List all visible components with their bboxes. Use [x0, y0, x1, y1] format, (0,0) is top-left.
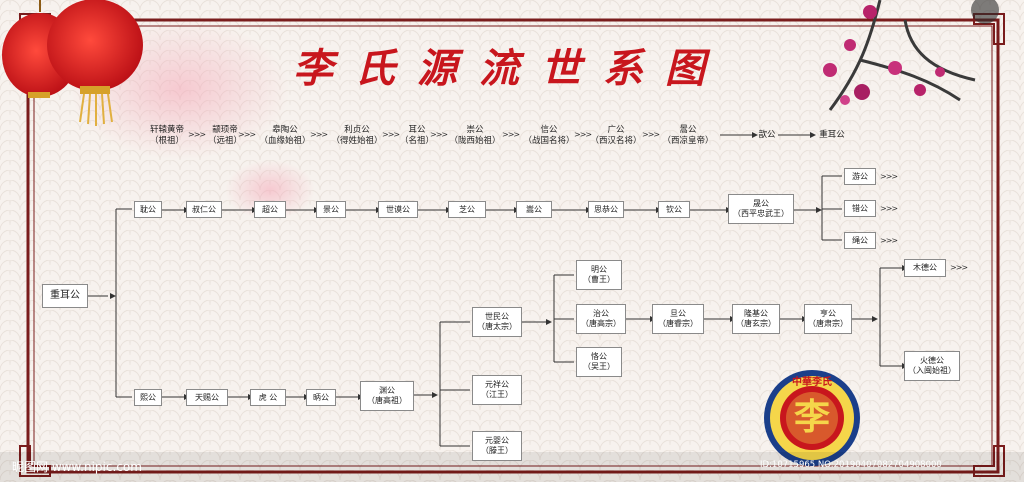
tang-chain-node: 亨公（唐肃宗） [804, 304, 852, 334]
top-chain-item: 歆公 [758, 130, 776, 140]
shimin-son-node: 恪公（吴王） [576, 347, 622, 377]
upper-chain-node: 晟公（西平忠武王） [728, 194, 794, 224]
upper-son-node: 错公 [844, 200, 876, 217]
more-marker: >>> [880, 172, 898, 181]
upper-chain-node: 超公 [254, 201, 286, 218]
chain-arrow: >>> [642, 130, 660, 139]
chain-arrow: >>> [502, 130, 520, 139]
seal-center-char: 李 [793, 396, 830, 438]
chain-arrow: >>> [382, 130, 400, 139]
lower-chain-node: 渊公（唐高祖） [360, 381, 414, 411]
lower-chain-node: 天赐公 [186, 389, 228, 406]
final-son-node: 木德公 [904, 259, 946, 277]
chain-arrow: >>> [310, 130, 328, 139]
top-chain-item: 颛顼帝（远祖） [207, 125, 242, 146]
top-chain-item: 信公（战国名将） [523, 125, 575, 146]
upper-chain-node: 景公 [316, 201, 346, 218]
page-title: 李氏源流世系图 [293, 45, 727, 92]
chain-arrow: >>> [430, 130, 448, 139]
chain-arrow: >>> [574, 130, 592, 139]
tang-chain-node: 旦公（唐睿宗） [652, 304, 704, 334]
top-chain-item: 耳公（名祖） [399, 125, 434, 146]
more-marker: >>> [950, 263, 968, 272]
top-chain-item: 皋陶公（血缘始祖） [259, 125, 311, 146]
watermark-right: ID:10715965 NO:20190407082704908000 [760, 460, 942, 470]
upper-chain-node: 叔仁公 [186, 201, 222, 218]
tang-chain-node: 隆基公（唐玄宗） [732, 304, 780, 334]
lower-chain-node: 虎 公 [250, 389, 286, 406]
more-marker: >>> [880, 204, 898, 213]
top-chain-item: 广公（西汉名将） [590, 125, 642, 146]
top-chain-item: 崇公（陇西始祖） [449, 125, 501, 146]
lower-chain-node: 熙公 [134, 389, 162, 406]
upper-chain-node: 耽公 [134, 201, 162, 218]
yuan-son-node: 元婴公（滕王） [472, 431, 522, 461]
lower-chain-node: 昞公 [306, 389, 336, 406]
upper-chain-node: 嵩公 [516, 201, 552, 218]
shimin-son-node: 明公（曹王） [576, 260, 622, 290]
top-chain-item: 重耳公 [819, 130, 845, 140]
top-chain-item: 暠公（西凉皇帝） [662, 125, 714, 146]
chain-arrow: >>> [188, 130, 206, 139]
watermark-left: 昵图网 www.nipic.com [12, 460, 142, 474]
shimin-son-node: 治公（唐高宗） [576, 304, 626, 334]
upper-chain-node: 芝公 [448, 201, 486, 218]
upper-son-node: 游公 [844, 168, 876, 185]
root-node: 重耳公 [42, 284, 88, 308]
upper-son-node: 绳公 [844, 232, 876, 249]
upper-chain-node: 思恭公 [588, 201, 624, 218]
top-chain-item: 利贞公（得姓始祖） [331, 125, 383, 146]
seal-top-text: 中華李氏 [792, 377, 832, 388]
more-marker: >>> [880, 236, 898, 245]
seal-emblem [764, 370, 860, 466]
chain-arrow: >>> [238, 130, 256, 139]
upper-chain-node: 世谟公 [378, 201, 418, 218]
yuan-son-node: 世民公（唐太宗） [472, 307, 522, 337]
yuan-son-node: 元祥公（江王） [472, 375, 522, 405]
top-chain-item: 轩辕黄帝（根祖） [149, 125, 184, 146]
final-son-node: 火德公（入闽始祖） [904, 351, 960, 381]
upper-chain-node: 钦公 [658, 201, 690, 218]
